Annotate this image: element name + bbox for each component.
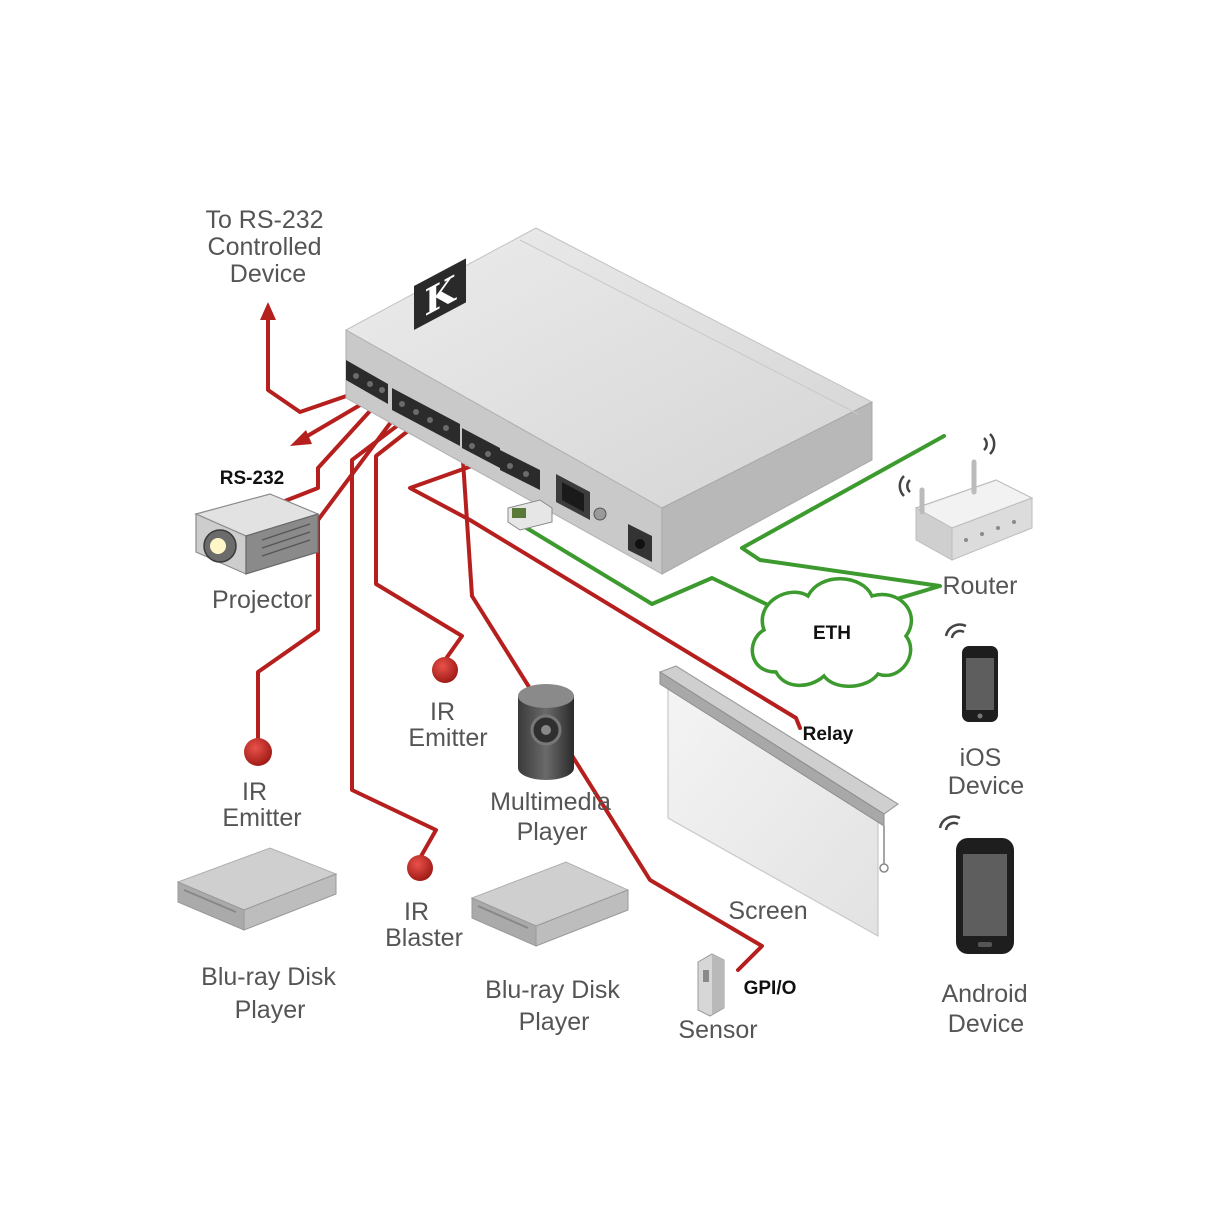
projection-screen xyxy=(658,665,900,938)
lan-port xyxy=(556,474,590,520)
router xyxy=(898,433,1034,561)
arrow-down-left-icon xyxy=(290,430,312,446)
android-device-label: Android Device xyxy=(941,980,1034,1038)
relay-label: Relay xyxy=(803,724,854,745)
ir-blaster-label: IR Blaster xyxy=(385,898,463,952)
terminal-blocks xyxy=(346,360,540,490)
sensor xyxy=(697,953,725,1017)
projector xyxy=(194,493,320,575)
multimedia-player-label: Multimedia Player xyxy=(490,788,618,846)
wifi-icon xyxy=(938,815,961,831)
ios-device xyxy=(944,623,998,722)
ir-emitter-center-label: IR Emitter xyxy=(408,698,487,752)
ethernet-cable xyxy=(518,434,946,606)
ir-emitter-center xyxy=(432,657,458,683)
projector-label: Projector xyxy=(212,586,312,614)
factory-reset-button xyxy=(593,507,607,521)
ethernet-plug xyxy=(507,499,553,531)
gpio-cable xyxy=(460,444,764,972)
terminal-screws xyxy=(353,373,529,477)
multimedia-player xyxy=(518,684,574,780)
ios-device-label: iOS Device xyxy=(948,744,1024,800)
eth-label: ETH xyxy=(813,623,851,644)
bluray-player-left xyxy=(176,847,338,931)
ir-blaster xyxy=(407,855,433,881)
wifi-icon xyxy=(944,623,967,639)
ir-emitter-center-cable xyxy=(374,418,464,662)
ir-emitter-left xyxy=(244,738,272,766)
screen-label: Screen xyxy=(728,897,807,925)
android-device xyxy=(938,815,1014,954)
rs232-projector-link xyxy=(260,398,382,512)
bluray-center-label: Blu-ray Disk Player xyxy=(485,976,627,1036)
sensor-label: Sensor xyxy=(678,1016,757,1044)
bluray-player-center xyxy=(470,861,630,947)
rs232-label: RS-232 xyxy=(220,468,284,489)
ir-emitter-left-cable xyxy=(256,408,402,742)
router-label: Router xyxy=(942,572,1017,600)
gpio-label: GPI/O xyxy=(744,978,797,999)
ethernet-cloud xyxy=(750,577,914,688)
relay-cable xyxy=(408,454,802,730)
control-gateway-device: K xyxy=(344,227,874,575)
arrow-up-icon xyxy=(260,302,276,320)
bluray-left-label: Blu-ray Disk Player xyxy=(201,963,343,1024)
ir-blaster-cable xyxy=(350,414,438,860)
rs232-target-label: To RS-232 Controlled Device xyxy=(205,206,330,288)
rs232-out-cable xyxy=(260,302,360,414)
wifi-icon xyxy=(898,433,996,497)
ir-emitter-left-label: IR Emitter xyxy=(222,778,301,832)
power-connector xyxy=(628,524,652,562)
